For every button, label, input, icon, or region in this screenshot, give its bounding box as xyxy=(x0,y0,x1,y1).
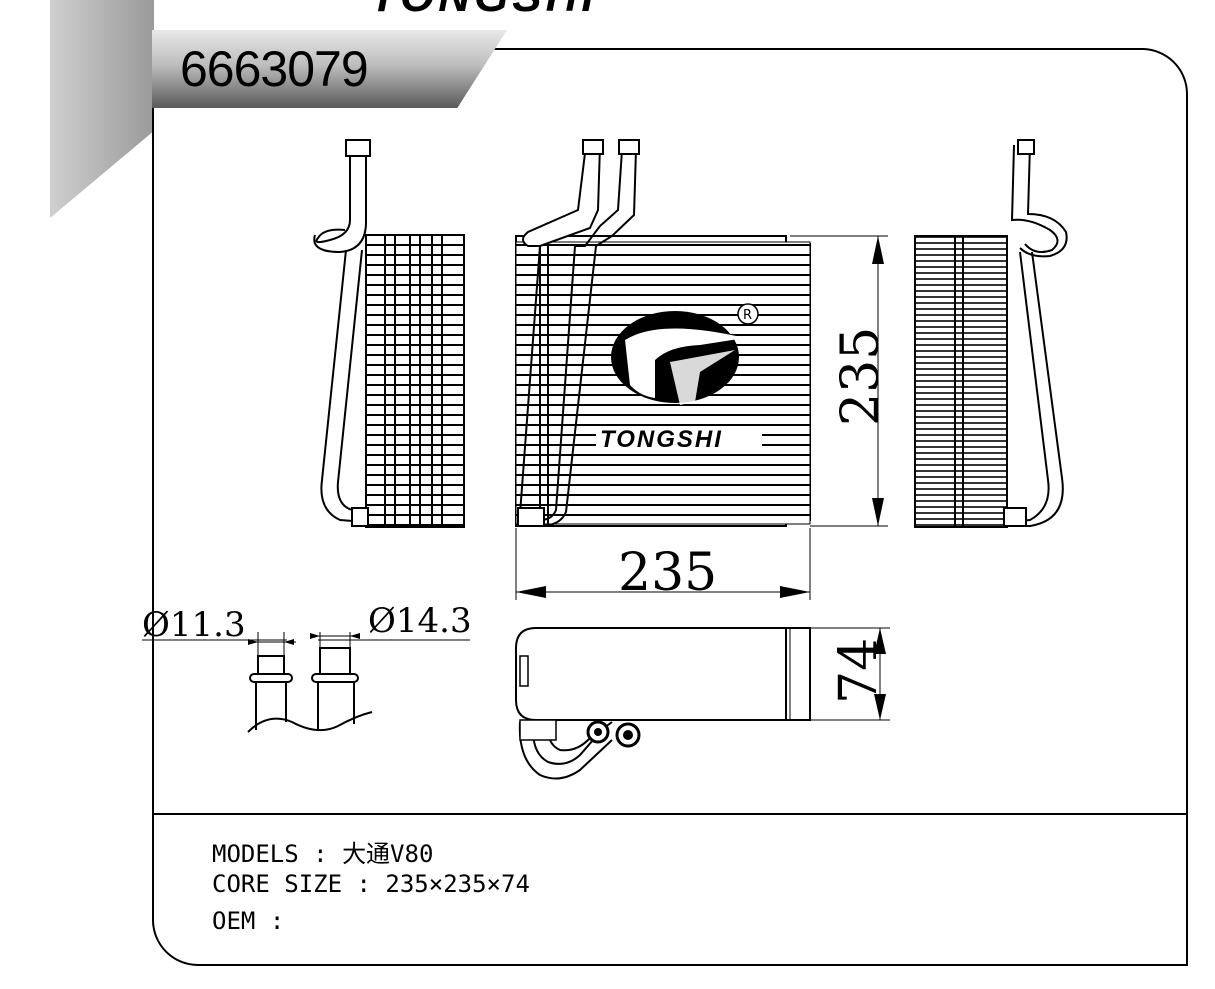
spec-core-size: CORE SIZE : 235×235×74 xyxy=(212,870,530,898)
part-number-tab xyxy=(152,30,507,108)
left-side-view xyxy=(313,139,465,528)
core-size-label: CORE SIZE xyxy=(212,870,343,898)
oem-separator: : xyxy=(269,907,285,935)
models-label: MODELS xyxy=(212,840,299,868)
brand-fragment: TONGSHI xyxy=(370,0,598,22)
right-side-view xyxy=(914,139,1068,528)
logo-text: TONGSHI xyxy=(600,426,723,453)
models-value: 大通V80 xyxy=(342,840,434,868)
svg-text:R: R xyxy=(743,308,752,323)
tube-detail: Ø11.3 Ø14.3 xyxy=(142,601,472,733)
width-dimension: 235 xyxy=(515,528,811,603)
height-dimension: 235 xyxy=(790,235,891,527)
models-separator: : xyxy=(313,840,328,868)
oem-label: OEM xyxy=(212,907,256,935)
width-dimension-label: 235 xyxy=(618,543,717,603)
depth-dimension-label: 74 xyxy=(829,638,889,704)
core-size-value: 235×235×74 xyxy=(385,870,530,898)
core-size-separator: : xyxy=(356,870,371,898)
spec-models: MODELS : 大通V80 xyxy=(212,834,433,869)
tube-large-label: Ø14.3 xyxy=(368,601,472,641)
spec-divider xyxy=(152,813,1188,815)
part-number: 6663079 xyxy=(180,41,369,97)
spec-oem: OEM : xyxy=(212,907,299,935)
drawing-frame xyxy=(152,48,1188,966)
depth-dimension: 74 xyxy=(810,627,890,721)
front-view: R TONGSHI xyxy=(515,139,811,527)
top-view xyxy=(515,627,811,780)
height-dimension-label: 235 xyxy=(831,327,891,426)
tube-small-label: Ø11.3 xyxy=(142,605,246,645)
